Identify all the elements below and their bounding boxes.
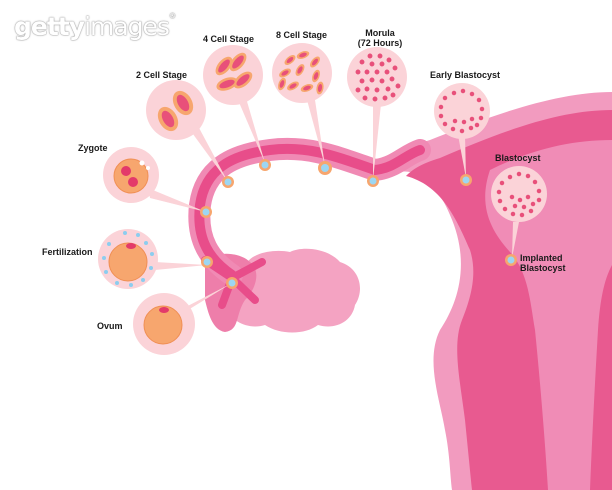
uterus <box>392 92 612 490</box>
getty-watermark: gettyimages® <box>14 12 176 41</box>
fertilization-bubble <box>98 229 158 289</box>
label-implanted-blastocyst: Implanted Blastocyst <box>520 253 566 273</box>
watermark-light: images <box>84 12 170 41</box>
zygote-bubble <box>103 147 159 203</box>
watermark-bold: getty <box>14 12 85 41</box>
early-blastocyst-bubble <box>434 83 490 139</box>
two-cell-bubble <box>146 80 206 140</box>
blastocyst-bubble <box>491 166 547 222</box>
label-early-blastocyst: Early Blastocyst <box>430 70 501 80</box>
watermark-registered: ® <box>168 12 176 20</box>
label-two-cell: 2 Cell Stage <box>136 70 188 80</box>
label-morula-sub: (72 Hours) <box>357 38 403 48</box>
ovum-bubble <box>133 293 195 355</box>
label-zygote: Zygote <box>78 143 108 153</box>
label-implanted-sub: Blastocyst <box>520 263 566 273</box>
label-morula: Morula (72 Hours) <box>358 28 403 48</box>
label-ovum: Ovum <box>97 321 123 331</box>
label-blastocyst: Blastocyst <box>495 153 541 163</box>
embryo-dots <box>200 159 517 289</box>
morula-bubble <box>347 47 407 107</box>
label-morula-title: Morula <box>365 28 395 38</box>
label-eight-cell: 8 Cell Stage <box>276 30 328 40</box>
label-four-cell: 4 Cell Stage <box>203 34 255 44</box>
label-fertilization: Fertilization <box>42 247 93 257</box>
label-implanted-title: Implanted <box>520 253 563 263</box>
eight-cell-bubble <box>272 43 332 103</box>
four-cell-bubble <box>203 45 263 105</box>
